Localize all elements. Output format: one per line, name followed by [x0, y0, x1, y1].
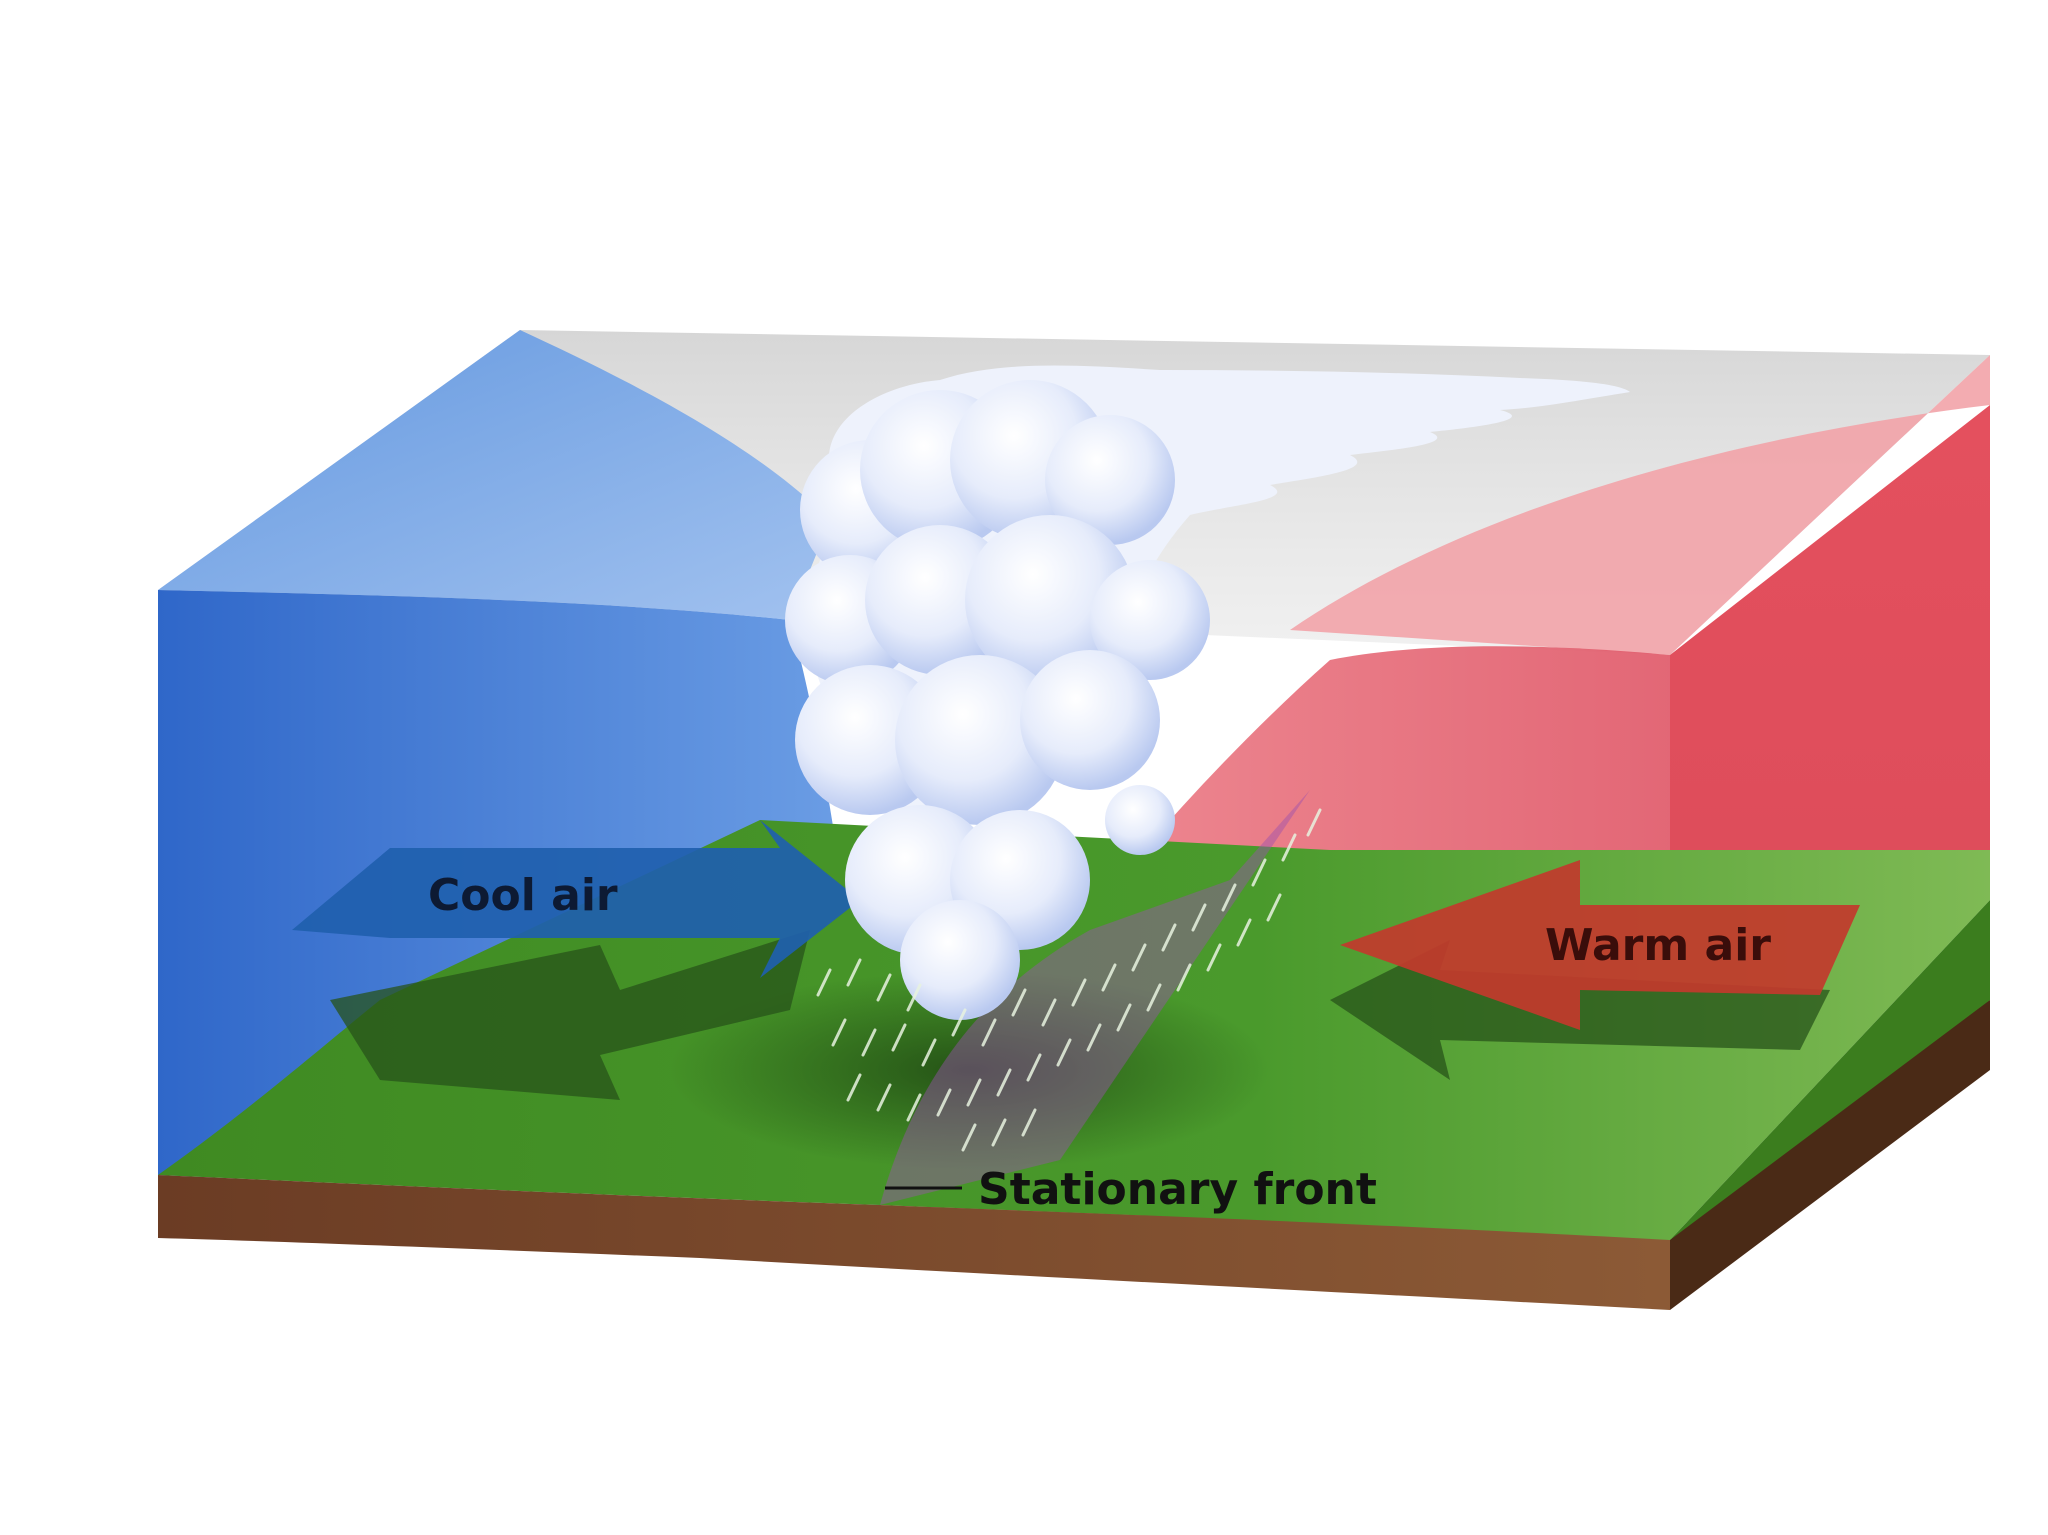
- cool-air-label: Cool air: [428, 870, 618, 921]
- rain-streaks-icon: [816, 808, 1322, 1152]
- stationary-front-label: Stationary front: [978, 1164, 1377, 1215]
- storm-shadow: [670, 970, 1270, 1170]
- frontal-zone: [880, 790, 1310, 1205]
- warm-air-mass-top: [1290, 355, 1990, 655]
- cool-air-arrow: [292, 820, 860, 978]
- cool-air-arrow-shadow: [330, 930, 810, 1100]
- warm-air-label: Warm air: [1545, 920, 1771, 971]
- cumulonimbus-cloud-icon: [785, 365, 1630, 1020]
- soil-layer: [158, 1175, 1670, 1310]
- warm-air-arrow: [1340, 860, 1860, 1030]
- cool-air-mass-top: [158, 330, 830, 620]
- soil-side: [1670, 1000, 1990, 1310]
